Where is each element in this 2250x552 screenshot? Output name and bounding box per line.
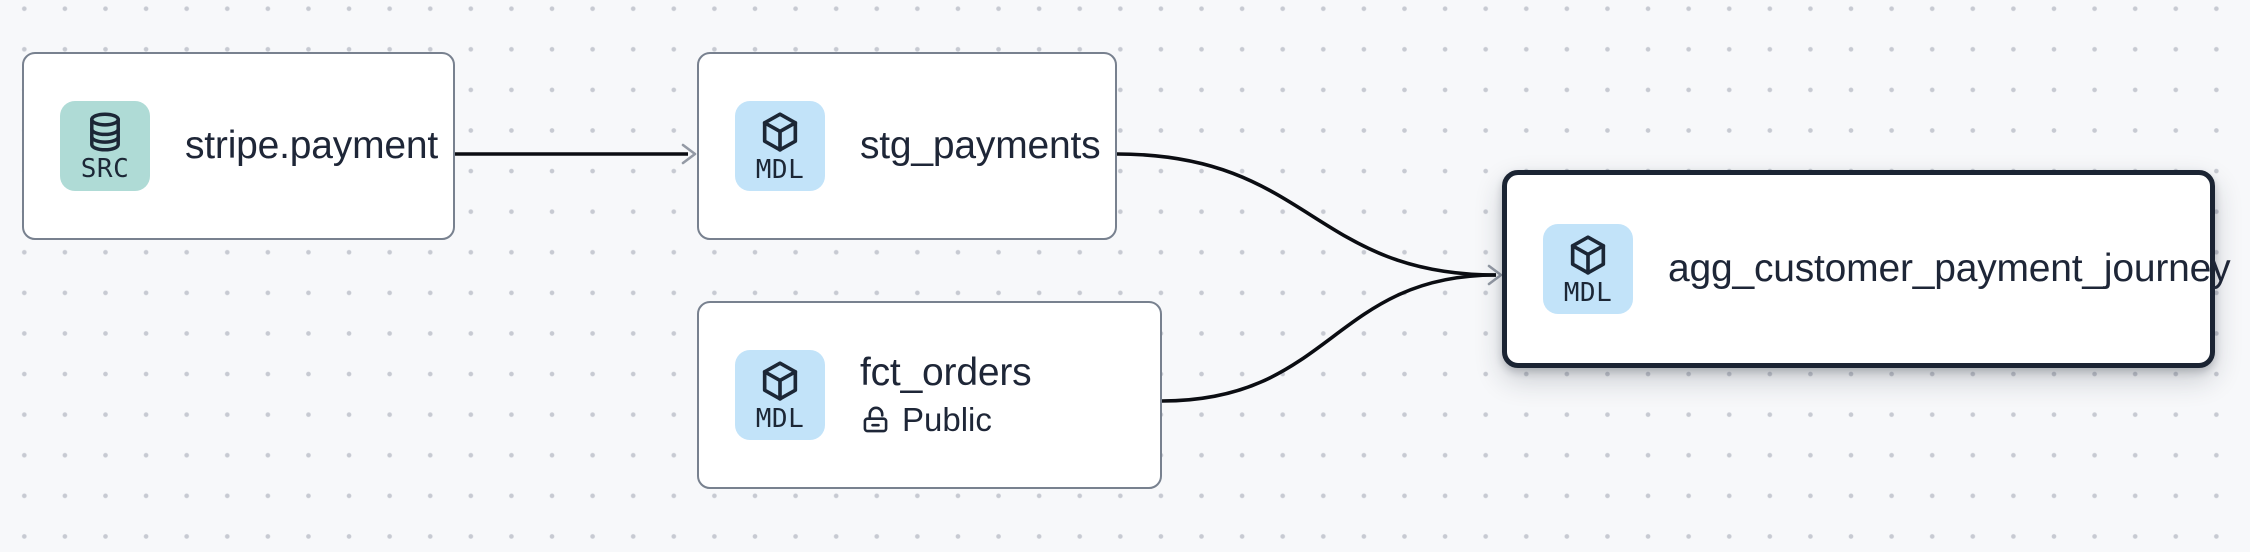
arrowhead-icon bbox=[681, 143, 697, 165]
node-type-label: MDL bbox=[755, 155, 805, 185]
unlock-icon bbox=[863, 406, 888, 433]
node-text: stg_payments bbox=[860, 123, 1101, 169]
lineage-node-stripe-payment[interactable]: SRC stripe.payment bbox=[22, 52, 455, 240]
lineage-node-fct-orders[interactable]: MDL fct_orders Public bbox=[697, 301, 1162, 489]
edge-stg-payments-to-agg-customer-payment-journey bbox=[1116, 152, 1497, 277]
node-title: stg_payments bbox=[860, 123, 1101, 167]
node-text: fct_orders Public bbox=[860, 351, 1032, 439]
node-access-label: Public bbox=[902, 401, 992, 439]
node-type-label: SRC bbox=[80, 154, 130, 184]
lineage-node-stg-payments[interactable]: MDL stg_payments bbox=[697, 52, 1117, 240]
node-text: stripe.payment bbox=[185, 124, 438, 169]
node-title: agg_customer_payment_journey bbox=[1668, 246, 2231, 290]
cube-icon bbox=[762, 361, 798, 401]
edge-fct-orders-to-agg-customer-payment-journey bbox=[1161, 273, 1497, 403]
node-text: agg_customer_payment_journey bbox=[1668, 246, 2231, 292]
node-type-label: MDL bbox=[1563, 278, 1613, 308]
node-title: fct_orders bbox=[860, 351, 1032, 395]
node-type-label: MDL bbox=[755, 404, 805, 434]
node-type-badge: MDL bbox=[735, 350, 825, 440]
node-type-badge: SRC bbox=[60, 101, 150, 191]
node-type-badge: MDL bbox=[1543, 224, 1633, 314]
node-type-badge: MDL bbox=[735, 101, 825, 191]
arrowhead-icon bbox=[1487, 264, 1503, 286]
cube-icon bbox=[1570, 235, 1606, 275]
cube-icon bbox=[762, 112, 798, 152]
lineage-node-agg-customer-payment-journey[interactable]: MDL agg_customer_payment_journey bbox=[1502, 170, 2231, 368]
node-title: stripe.payment bbox=[185, 123, 438, 167]
node-access-meta: Public bbox=[860, 401, 1031, 439]
database-icon bbox=[90, 112, 120, 152]
